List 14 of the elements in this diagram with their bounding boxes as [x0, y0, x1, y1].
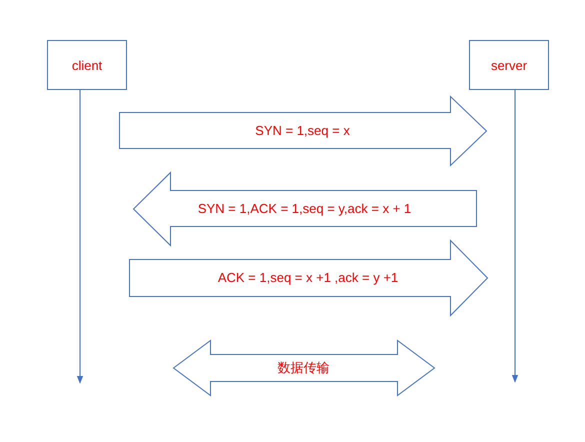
message-banner: [119, 96, 486, 165]
lifeline-arrow: [76, 90, 84, 384]
two-way-banner: [173, 340, 434, 395]
message-label: 数据传输: [278, 358, 330, 376]
node-label: server: [490, 58, 528, 72]
message-label: SYN = 1,ACK = 1,seq = y,ack = x + 1: [198, 201, 412, 216]
message-label: ACK = 1,seq = x +1 ,ack = y +1: [218, 270, 398, 285]
node-label: client: [72, 58, 102, 72]
client-box: [47, 40, 127, 90]
message-banner: [133, 172, 476, 245]
server-box: [469, 40, 549, 90]
message-label: SYN = 1,seq = x: [255, 123, 350, 138]
lifeline-arrow: [512, 90, 518, 383]
message-banner: [129, 240, 487, 315]
